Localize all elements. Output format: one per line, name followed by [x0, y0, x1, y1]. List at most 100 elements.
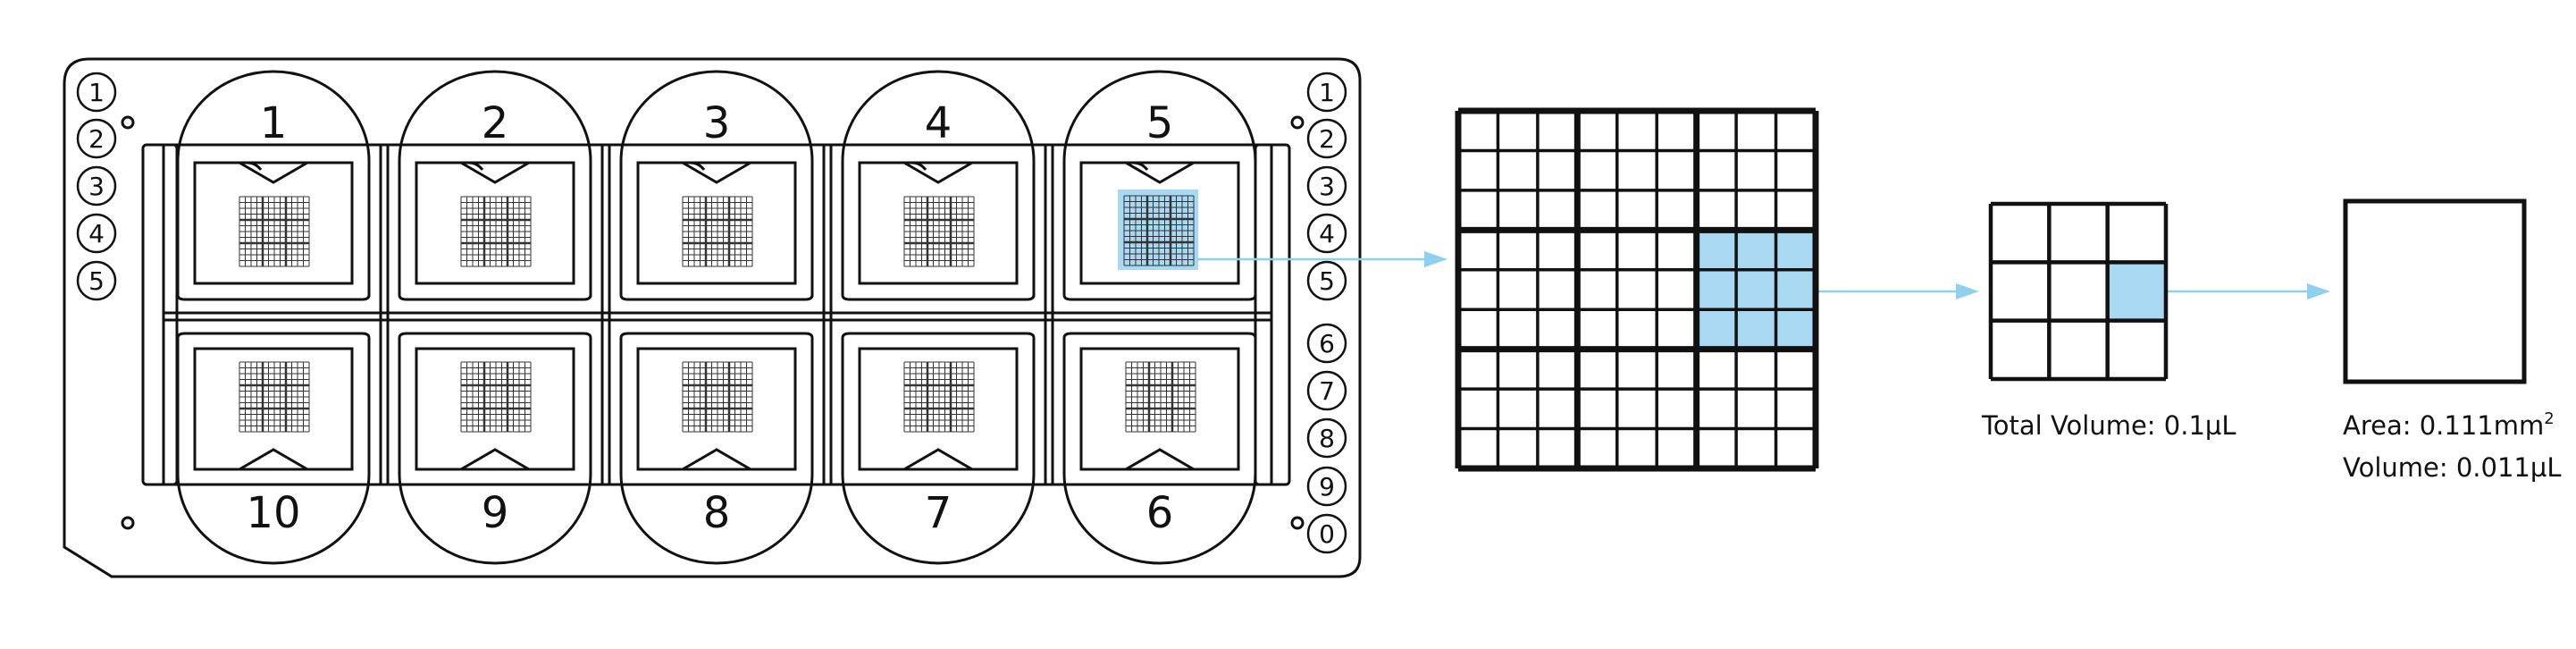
chamber-capsule — [841, 70, 1036, 301]
chamber-window — [636, 347, 797, 471]
chamber-window — [193, 347, 354, 471]
marker-circle — [1306, 260, 1347, 301]
chamber-8: 8 — [619, 332, 814, 565]
area-label-text: Area: 0.111mm — [2343, 410, 2544, 441]
chamber-capsule — [176, 332, 371, 565]
marker-number: 1 — [1319, 78, 1335, 107]
arrow-head — [2307, 283, 2330, 299]
marker-circle — [1306, 513, 1347, 554]
marker-number: 0 — [1319, 519, 1335, 549]
marker-circle — [1306, 72, 1347, 113]
marker-number: 4 — [88, 219, 105, 249]
marker-circle — [1306, 466, 1347, 507]
chamber-notch — [239, 448, 308, 471]
chamber-6: 6 — [1062, 332, 1257, 565]
selected-small-square — [2107, 262, 2166, 321]
chamber-notch — [903, 161, 973, 184]
chamber-window — [193, 161, 354, 285]
marker-circle — [1306, 213, 1347, 254]
chamber-notch — [910, 161, 927, 171]
chamber-notch — [460, 161, 530, 184]
marker-number: 2 — [1319, 124, 1335, 154]
highlighted-chamber-grid — [1118, 190, 1198, 270]
marker-circle — [1306, 370, 1347, 411]
area-label: Area: 0.111mm2 — [2343, 409, 2555, 441]
alignment-hole — [1290, 115, 1305, 130]
chamber-capsule — [1062, 70, 1257, 301]
marker-circle — [1306, 118, 1347, 159]
zoomed-counting-grid — [1455, 107, 1819, 472]
chamber-1: 1 — [176, 70, 371, 301]
chamber-2: 2 — [398, 70, 592, 301]
chamber-block — [162, 143, 1273, 486]
chamber-number: 7 — [925, 488, 952, 538]
arrow-head — [1424, 251, 1447, 267]
chamber-window — [858, 161, 1019, 285]
slide-outline — [63, 57, 1362, 578]
chamber-notch — [1125, 448, 1195, 471]
marker-circle — [76, 72, 117, 113]
chamber-number: 3 — [703, 98, 731, 148]
chamber-notch — [460, 448, 530, 471]
marker-number: 6 — [1319, 329, 1335, 358]
chamber-window — [636, 161, 797, 285]
left-rail — [141, 143, 179, 486]
chamber-number: 9 — [482, 488, 509, 538]
chamber-notch — [903, 448, 973, 471]
highlighted-mini-grid — [1123, 195, 1195, 266]
chamber-notch — [682, 161, 751, 184]
chamber-number: 2 — [482, 98, 509, 148]
chamber-number: 5 — [1146, 98, 1174, 148]
chamber-capsule — [398, 332, 592, 565]
chamber-window — [1079, 161, 1240, 285]
marker-circle — [1306, 323, 1347, 364]
marker-number: 7 — [1319, 376, 1335, 406]
marker-number: 5 — [88, 266, 105, 296]
marker-circle — [76, 213, 117, 254]
chamber-3: 3 — [619, 70, 814, 301]
chamber-array: 1 2 3 4 5 10 9 8 7 6 — [162, 70, 1273, 565]
arrow-head — [1956, 283, 1979, 299]
right-marker-column: 1 2 3 4 5 6 7 8 9 0 — [1306, 72, 1347, 554]
chamber-capsule — [1062, 332, 1257, 565]
marker-number: 1 — [88, 78, 105, 107]
chamber-number: 6 — [1146, 488, 1174, 538]
marker-circle — [76, 165, 117, 206]
selected-large-square — [1696, 230, 1816, 350]
chamber-capsule — [176, 70, 371, 301]
marker-circle — [1306, 417, 1347, 459]
chamber-9: 9 — [398, 332, 592, 565]
marker-circle — [76, 118, 117, 159]
area-unit-superscript: 2 — [2544, 409, 2554, 428]
chamber-notch — [239, 161, 308, 184]
marker-number: 8 — [1319, 424, 1335, 453]
marker-number: 9 — [1319, 472, 1335, 502]
chamber-dividers — [162, 143, 1273, 486]
total-volume-label: Total Volume: 0.1µL — [1981, 410, 2236, 441]
chamber-10: 10 — [176, 332, 371, 565]
chamber-window — [858, 347, 1019, 471]
chamber-7: 7 — [841, 332, 1036, 565]
unit-square — [2343, 198, 2527, 384]
zoom-arrows — [1197, 251, 2330, 299]
chamber-notch — [467, 161, 484, 171]
alignment-hole — [1290, 516, 1305, 530]
chamber-notch — [682, 448, 751, 471]
chamber-number: 8 — [703, 488, 731, 538]
chamber-capsule — [619, 332, 814, 565]
chamber-notch — [246, 161, 263, 171]
alignment-hole — [121, 115, 135, 130]
unit-volume-label: Volume: 0.011µL — [2343, 452, 2561, 483]
chamber-number: 4 — [925, 98, 952, 148]
chamber-number: 1 — [260, 98, 288, 148]
marker-number: 4 — [1319, 219, 1335, 249]
chamber-notch — [1125, 161, 1195, 184]
marker-number: 3 — [1319, 172, 1335, 201]
marker-number: 5 — [1319, 266, 1335, 296]
marker-circle — [1306, 165, 1347, 206]
marker-number: 2 — [88, 124, 105, 154]
chamber-capsule — [398, 70, 592, 301]
